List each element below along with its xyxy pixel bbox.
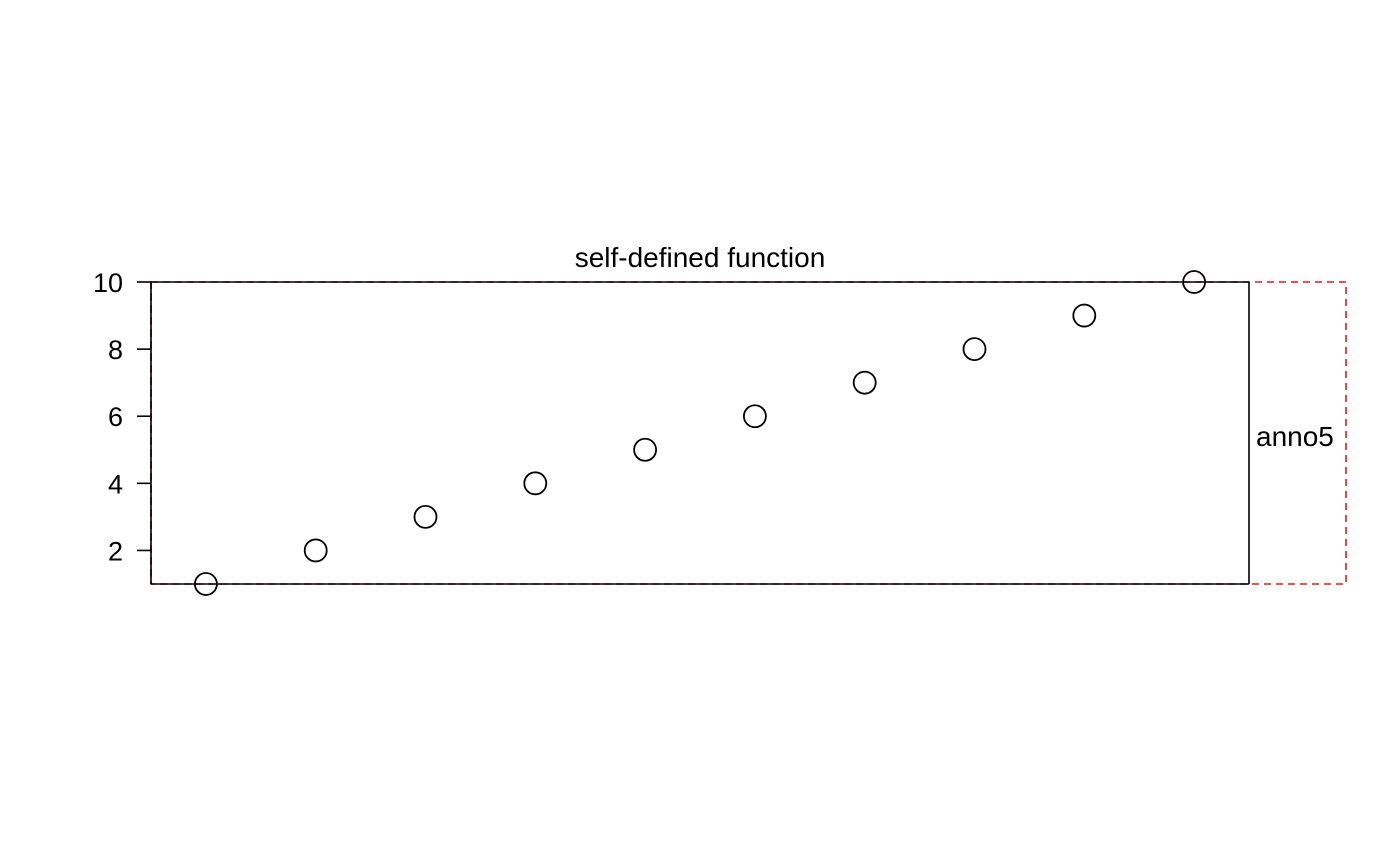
data-point [1182,270,1206,294]
data-point [193,572,218,596]
data-point [743,404,767,429]
data-point [633,437,657,462]
y-tick-label: 6 [108,402,123,432]
y-tick-label: 8 [108,335,123,365]
y-tick-label: 4 [108,469,123,499]
data-point [523,471,548,496]
data-point [962,337,987,362]
data-point [852,370,877,395]
data-point [413,504,438,529]
y-axis-ticks: 2 4 6 8 10 [93,268,151,566]
y-tick-label: 10 [93,268,123,298]
chart-title: self-defined function [575,242,826,273]
y-tick-label: 2 [108,536,123,566]
annotation-name-label: anno5 [1256,421,1334,452]
data-point [303,538,328,563]
scatter-points [193,270,1206,596]
annotation-viewport-outline [150,281,1347,585]
data-point [1072,303,1097,328]
